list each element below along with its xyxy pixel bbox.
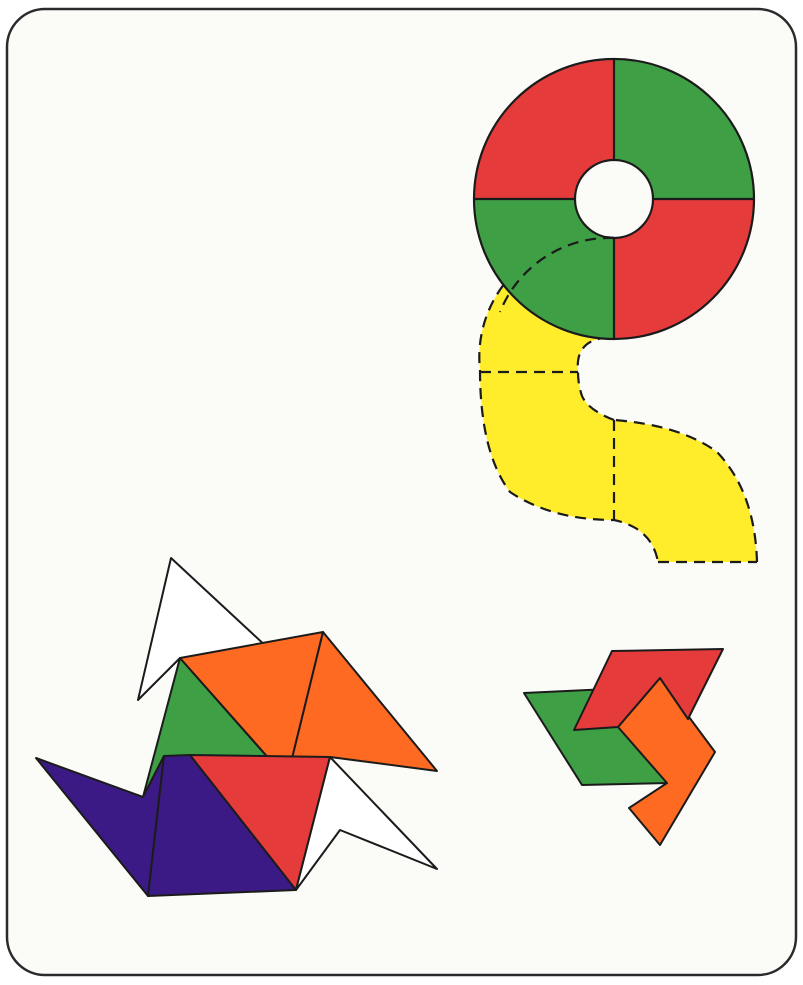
folding-figures-canvas — [0, 0, 803, 985]
illustration-card — [0, 0, 803, 985]
